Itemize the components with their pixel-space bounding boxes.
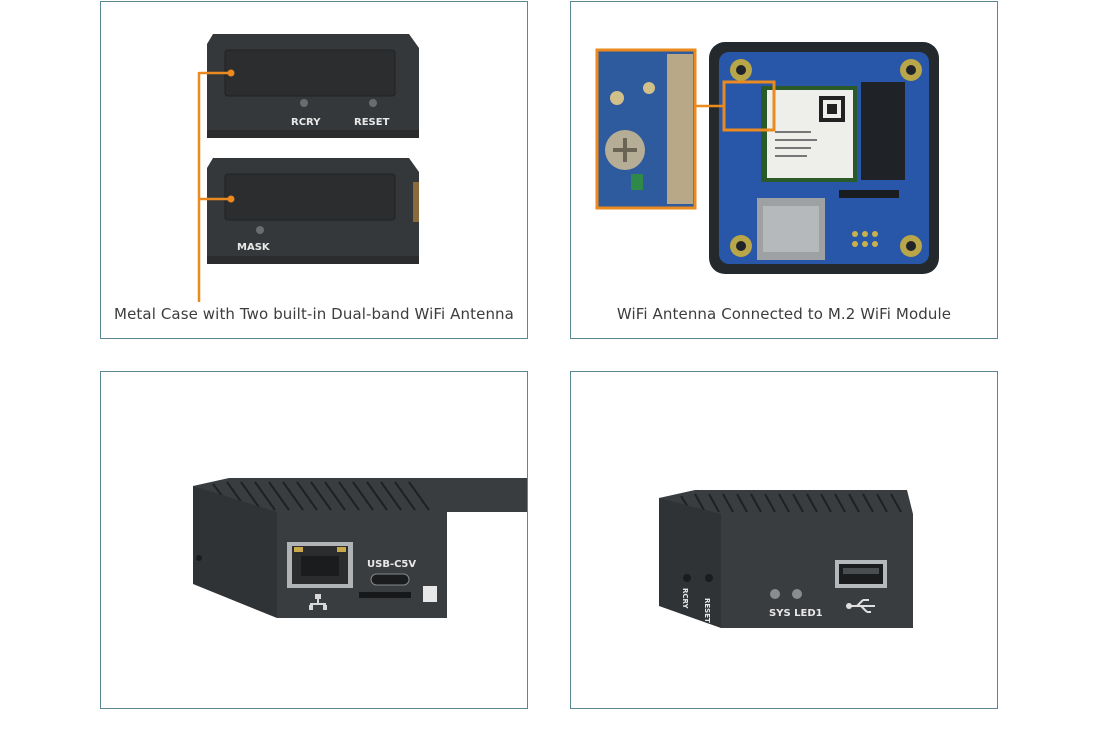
rear-photo: RCRY RESET SYS LED1 [659, 490, 913, 628]
module-photo [595, 42, 939, 274]
rear-view-panel: RCRY RESET SYS LED1 [570, 371, 998, 709]
module-caption: WiFi Antenna Connected to M.2 WiFi Modul… [616, 305, 952, 323]
mask-label: MASK [237, 242, 271, 253]
antenna-marker-top [227, 69, 235, 77]
usb-icon [849, 599, 875, 613]
usb-c-label: USB-C5V [367, 559, 416, 570]
case-photo: RCRY RESET MASK [197, 34, 419, 302]
reset-label: RESET [703, 598, 711, 623]
case-panel: RCRY RESET MASK Metal Case with Two buil… [100, 1, 528, 339]
module-panel: WiFi Antenna Connected to M.2 WiFi Modul… [570, 1, 998, 339]
front-view-panel: USB-C5V [100, 371, 528, 709]
rcry-label: RCRY [291, 117, 321, 128]
reset-label: RESET [354, 117, 390, 128]
sys-led-label: SYS LED1 [769, 608, 823, 619]
front-photo: USB-C5V [193, 478, 527, 618]
antenna-marker-bottom [227, 195, 235, 203]
case-caption: Metal Case with Two built-in Dual-band W… [114, 305, 514, 323]
ethernet-icon [309, 594, 327, 610]
rcry-label: RCRY [681, 588, 689, 610]
